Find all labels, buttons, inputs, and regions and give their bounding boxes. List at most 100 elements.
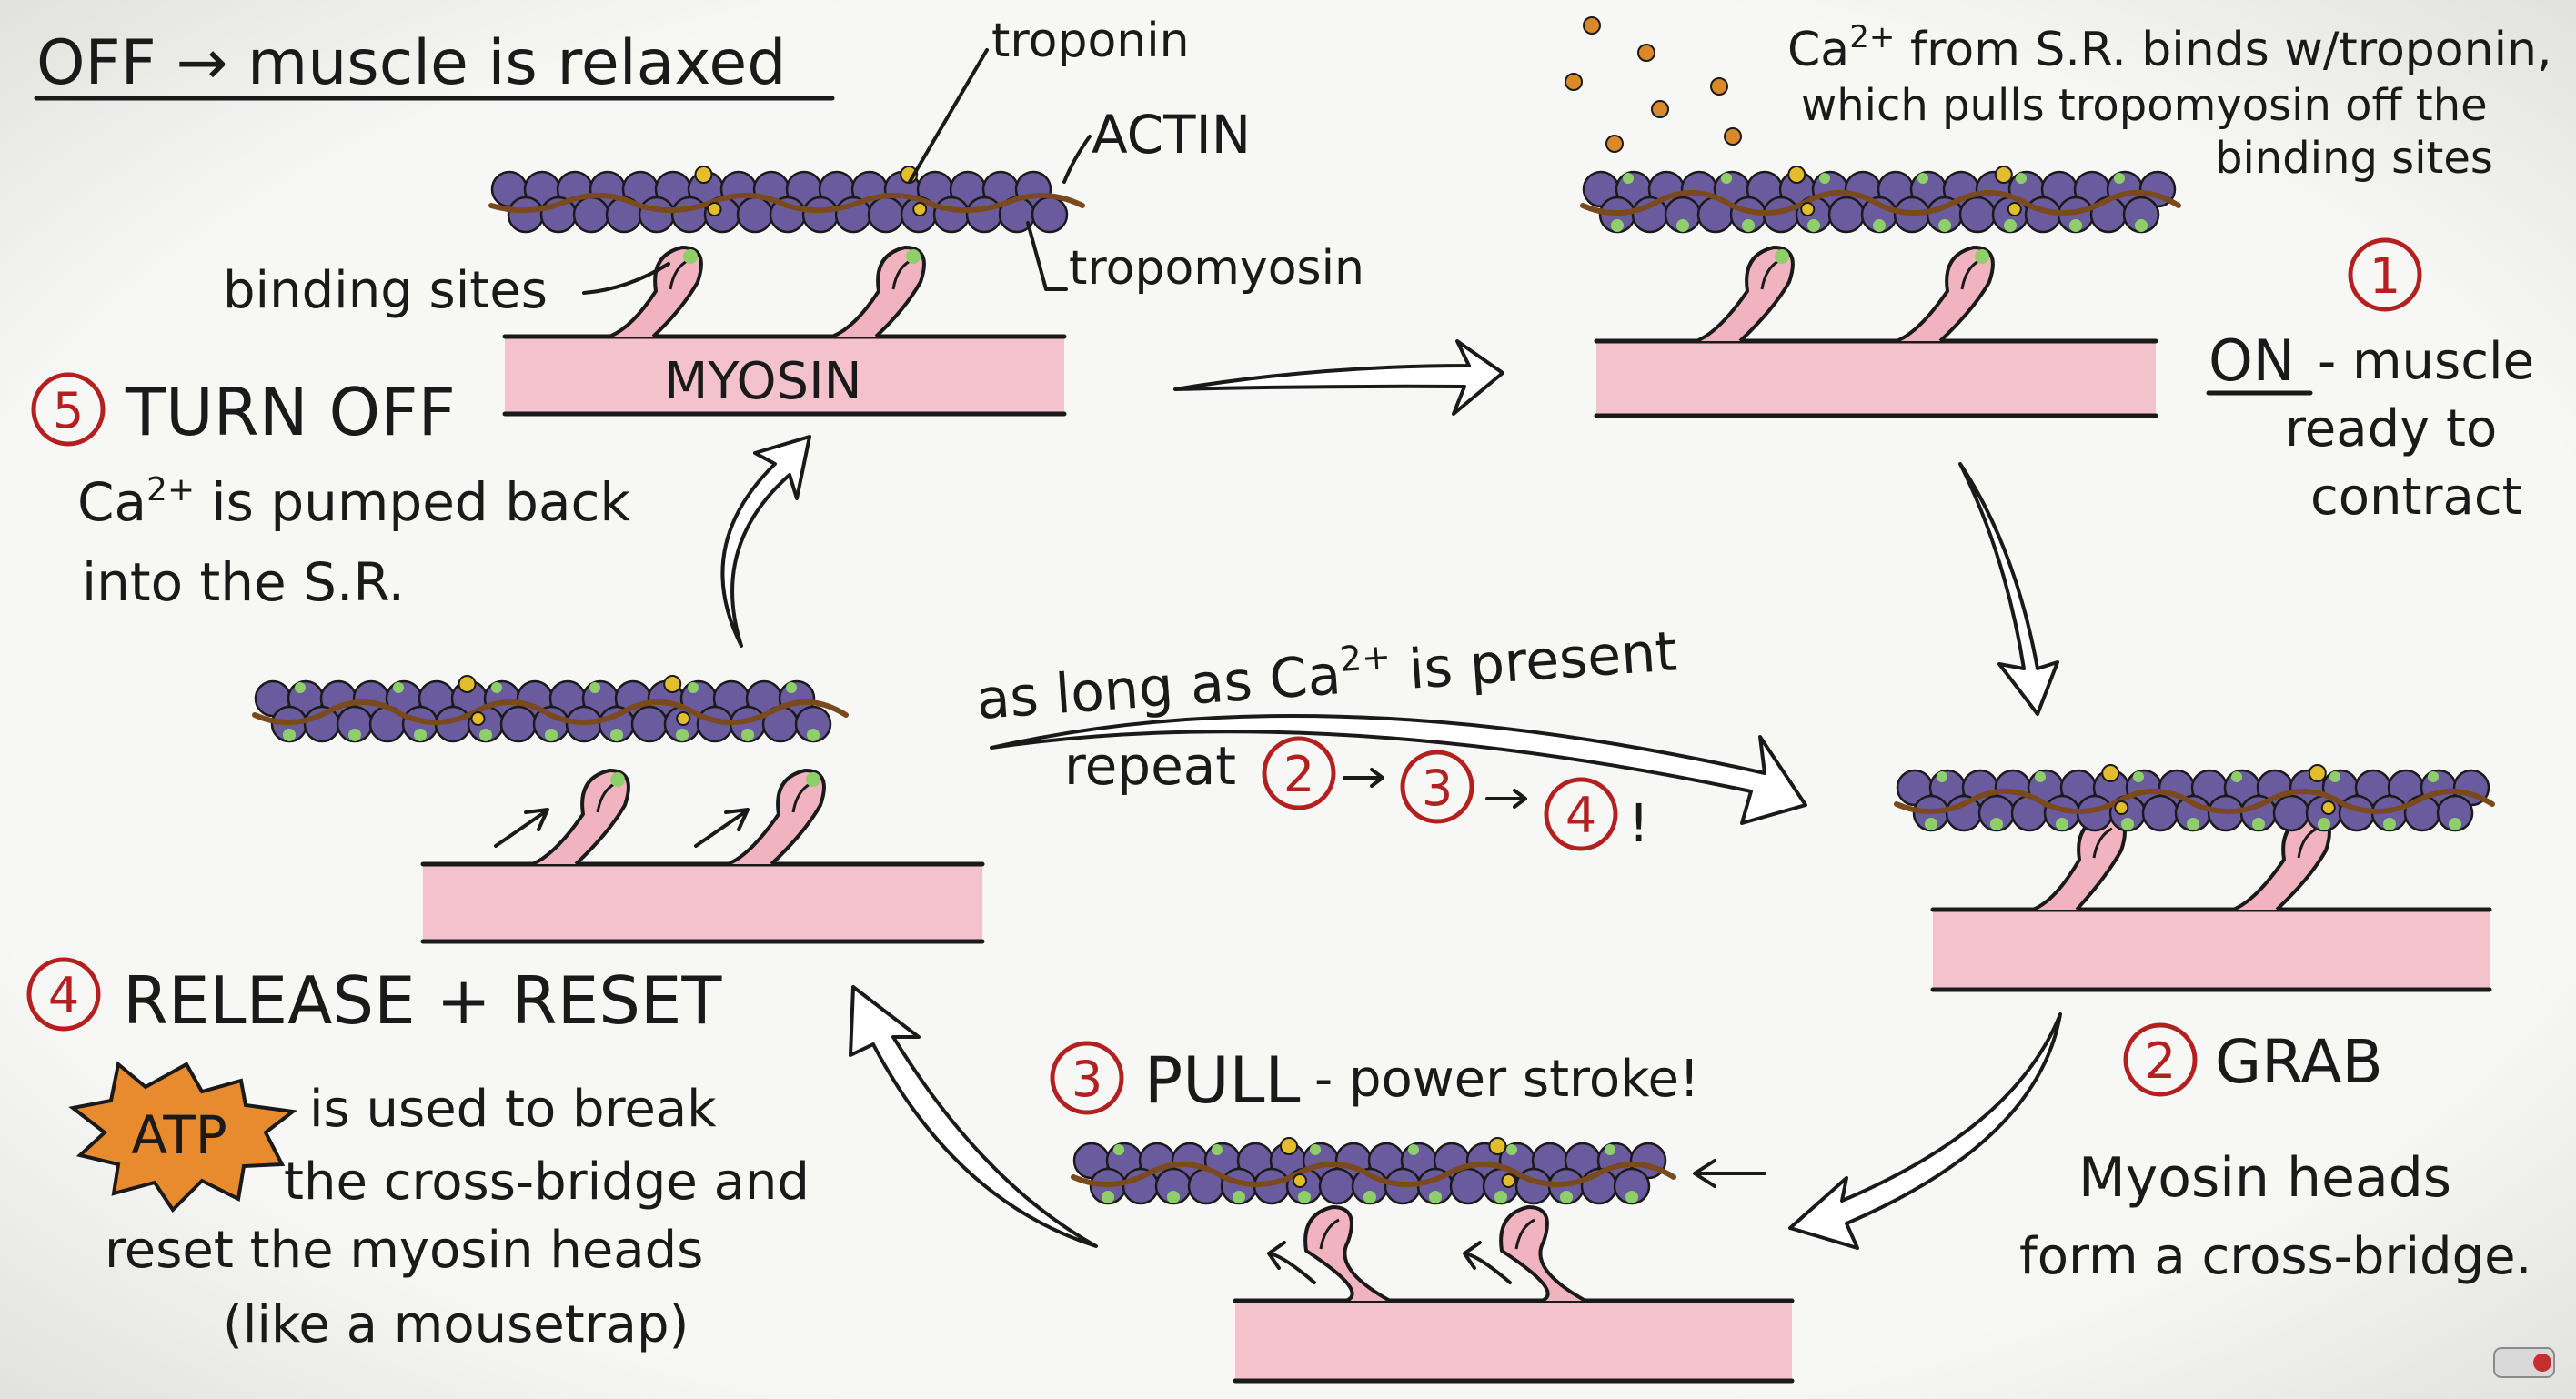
atp-burst-shape: [68, 1061, 298, 1213]
actin-bead: [572, 196, 610, 234]
reset-arrow-2: [694, 808, 750, 848]
arrow-release-to-turnoff: [720, 435, 811, 648]
binding-site: [807, 729, 820, 741]
troponin: [676, 711, 691, 726]
tropomyosin-strand: [488, 192, 1085, 214]
panel-step2: 2 GRAB Myosin heads form a cross-bridge.: [1894, 764, 2531, 1286]
myosin-filament: MYOSIN: [502, 334, 1067, 417]
binding-site: [2428, 771, 2439, 782]
binding-site: [1506, 1144, 1517, 1155]
tropomyosin-strand: [1580, 190, 2181, 216]
step5-desc-line2: into the S.R.: [82, 551, 405, 613]
head-binding-site: [683, 249, 698, 264]
actin-filament: [488, 166, 1085, 234]
actin-bead: [965, 196, 1003, 234]
svg-text:1: 1: [2370, 247, 2400, 305]
step1-caption-line3: binding sites: [2215, 133, 2493, 184]
cycle-repeat: repeat: [1064, 735, 1236, 797]
myosin-filament: [1594, 338, 2158, 418]
binding-site: [2318, 818, 2330, 830]
svg-text:5: 5: [53, 382, 84, 439]
binding-site: [2114, 173, 2125, 184]
binding-site: [2004, 219, 2017, 232]
actin-bead: [1958, 196, 1997, 234]
binding-site: [479, 729, 492, 741]
binding-site: [2329, 771, 2340, 782]
binding-site: [1298, 1191, 1311, 1203]
binding-site: [610, 729, 623, 741]
myosin-heads: [609, 246, 926, 338]
troponin: [458, 675, 477, 693]
step5-title: TURN OFF: [125, 374, 456, 450]
step4-desc-line4: (like a mousetrap): [223, 1295, 689, 1354]
binding-site: [741, 729, 754, 741]
troponin: [2101, 764, 2120, 782]
step4-desc-line1: is used to break: [309, 1080, 717, 1139]
step2-number-badge: 2: [2123, 1022, 2198, 1097]
tropomyosin-strand: [1071, 1162, 1676, 1187]
binding-site: [283, 729, 296, 741]
troponin: [1488, 1137, 1507, 1155]
svg-text:4: 4: [48, 967, 79, 1024]
step1-caption-line2: which pulls tropomyosin off the: [1801, 80, 2488, 131]
svg-text:3: 3: [1072, 1051, 1102, 1108]
calcium-ion: [1724, 127, 1742, 146]
troponin: [2308, 764, 2327, 782]
actin-bead: [638, 196, 676, 234]
binding-site: [1938, 219, 1951, 232]
binding-site: [2035, 771, 2046, 782]
calcium-ion: [1605, 135, 1624, 153]
troponin: [1293, 1173, 1307, 1188]
myosin-bar: [505, 337, 1064, 414]
actin-bead: [2272, 794, 2310, 832]
actin-filament: [1071, 1137, 1676, 1205]
binding-site: [1937, 771, 1947, 782]
step4-title: RELEASE + RESET: [123, 962, 722, 1039]
actin-bead: [736, 196, 774, 234]
step1-desc-line2: ready to: [2285, 399, 2497, 458]
svg-text:4: 4: [1565, 787, 1596, 844]
binding-site: [1611, 219, 1624, 232]
step1-desc-line1: - muscle: [2318, 332, 2534, 391]
troponin: [2007, 202, 2022, 216]
step5-desc-line1: Ca2+ is pumped back: [77, 471, 630, 533]
pointer-binding-sites: [582, 262, 670, 295]
reset-arrow-1: [494, 808, 549, 848]
binding-site: [1917, 173, 1928, 184]
binding-site: [786, 682, 797, 693]
actin-filament: [1894, 764, 2495, 832]
svg-text:2: 2: [1283, 746, 1314, 803]
pointer-actin: [1062, 135, 1092, 184]
troponin: [663, 675, 682, 693]
cycle-badge-4: 4: [1544, 777, 1618, 851]
binding-site: [491, 682, 502, 693]
binding-site: [688, 682, 699, 693]
binding-site: [1819, 173, 1830, 184]
calcium-ion: [1710, 77, 1728, 96]
actin-bead: [499, 705, 538, 743]
binding-site: [589, 682, 600, 693]
label-binding-sites: binding sites: [223, 261, 548, 320]
troponin: [694, 166, 713, 184]
binding-site: [295, 682, 306, 693]
label-tropomyosin: tropomyosin: [1069, 241, 1364, 296]
actin-bead: [670, 196, 709, 234]
step3-subtitle: - power stroke!: [1314, 1050, 1699, 1109]
actin-bead: [1318, 1167, 1356, 1205]
channel-logo: [2493, 1347, 2555, 1378]
binding-site: [1233, 1191, 1245, 1203]
cycle-arrow-3-4: [1485, 789, 1527, 809]
panel-step1: Ca2+ from S.R. binds w/troponin, which p…: [1565, 16, 2552, 527]
step5-number-badge: 5: [31, 372, 106, 447]
head-binding-site: [1775, 249, 1789, 264]
step4-desc-line2: the cross-bridge and: [284, 1152, 810, 1212]
step2-desc-line2: form a cross-bridge.: [2019, 1227, 2531, 1286]
binding-site: [2135, 219, 2148, 232]
troponin: [1787, 166, 1806, 184]
binding-site: [1310, 1144, 1321, 1155]
actin-bead: [1449, 1167, 1487, 1205]
binding-site: [1625, 1191, 1638, 1203]
panel-off: OFF → muscle is relaxed MYOSIN troponin …: [34, 14, 1364, 417]
step3-title: PULL: [1144, 1043, 1300, 1118]
stroke-arrow-2: [1463, 1241, 1512, 1284]
